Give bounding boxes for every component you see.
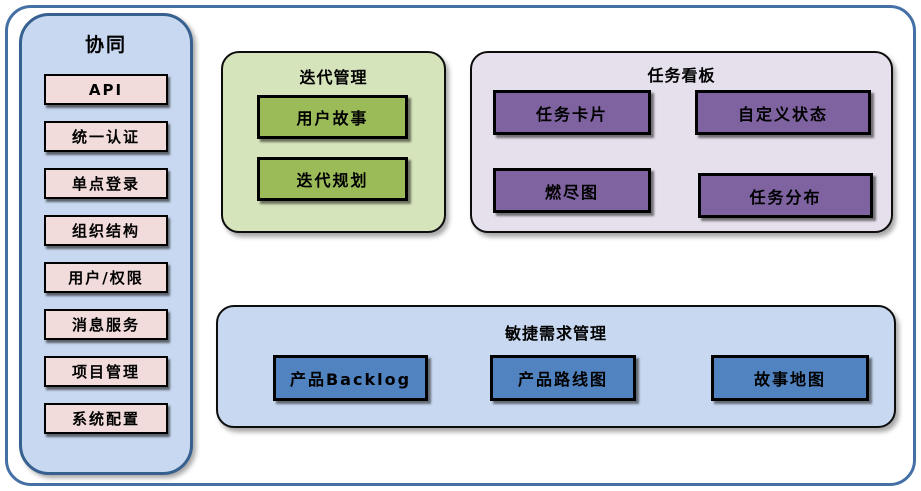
iteration-management-panel: 迭代管理 用户故事 迭代规划 (221, 51, 446, 233)
task-kanban-title: 任务看板 (647, 66, 716, 85)
collab-item-project-management: 项目管理 (44, 356, 168, 387)
iteration-management-title: 迭代管理 (299, 68, 368, 87)
task-kanban-panel: 任务看板 任务卡片 自定义状态 燃尽图 任务分布 (470, 51, 893, 233)
collab-item-system-config: 系统配置 (44, 403, 168, 434)
iteration-item-iteration-planning: 迭代规划 (257, 157, 408, 201)
collaboration-panel-title: 协同 (84, 34, 127, 56)
kanban-item-burndown-chart: 燃尽图 (493, 168, 651, 213)
agile-requirements-panel: 敏捷需求管理 产品Backlog 产品路线图 故事地图 (216, 305, 896, 428)
agile-requirements-title: 敏捷需求管理 (504, 324, 607, 343)
kanban-item-custom-status: 自定义状态 (695, 90, 871, 135)
collab-item-api: API (44, 74, 168, 105)
collab-item-sso: 单点登录 (44, 168, 168, 199)
collaboration-panel: 协同 API 统一认证 单点登录 组织结构 用户/权限 消息服务 项目管理 系统… (19, 13, 193, 475)
collab-item-org-structure: 组织结构 (44, 215, 168, 246)
iteration-item-user-story: 用户故事 (257, 95, 408, 139)
collab-item-user-permission: 用户/权限 (44, 262, 168, 293)
requirements-item-story-map: 故事地图 (711, 355, 869, 401)
requirements-item-product-roadmap: 产品路线图 (490, 355, 636, 401)
collaboration-item-list: API 统一认证 单点登录 组织结构 用户/权限 消息服务 项目管理 系统配置 (44, 74, 168, 434)
kanban-item-task-distribution: 任务分布 (698, 173, 873, 218)
collab-item-message-service: 消息服务 (44, 309, 168, 340)
collab-item-unified-auth: 统一认证 (44, 121, 168, 152)
kanban-item-task-card: 任务卡片 (493, 90, 651, 135)
outer-frame: 协同 API 统一认证 单点登录 组织结构 用户/权限 消息服务 项目管理 系统… (5, 5, 916, 486)
requirements-item-product-backlog: 产品Backlog (273, 355, 428, 401)
